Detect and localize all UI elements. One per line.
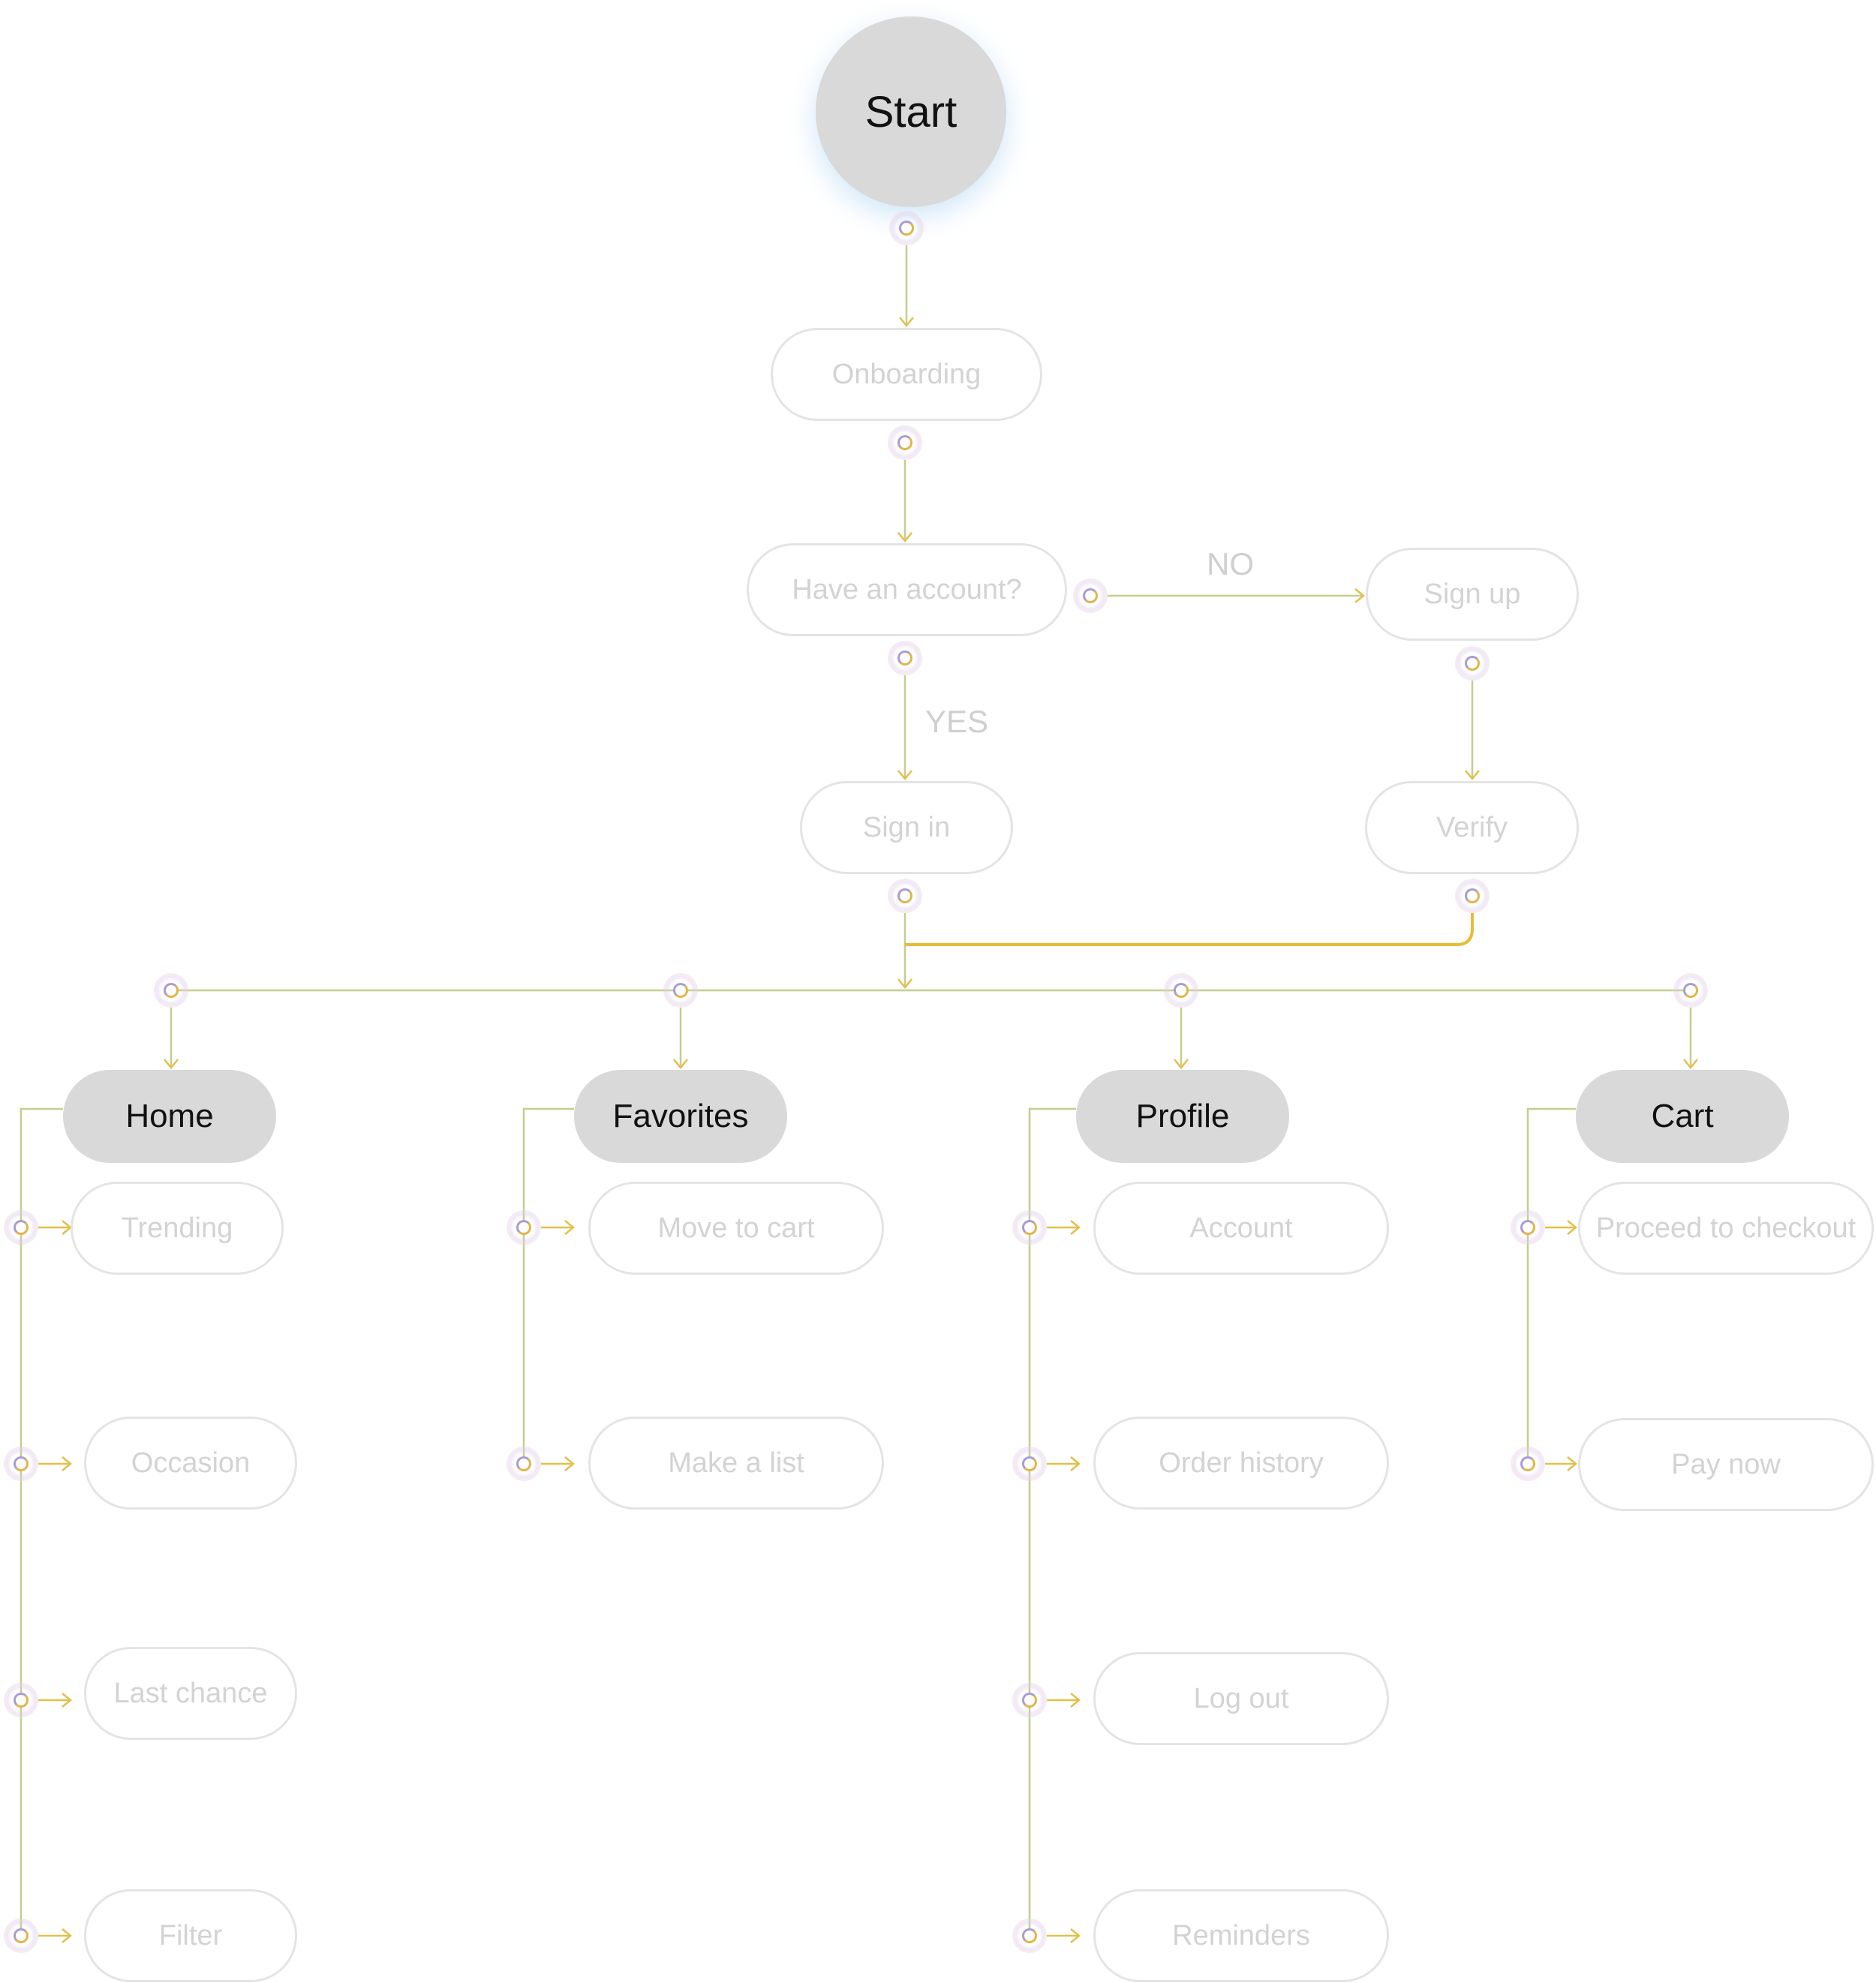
- connector-dot[interactable]: [1455, 879, 1490, 913]
- connector-dot[interactable]: [154, 973, 188, 1008]
- arrowhead-right: [1070, 1220, 1081, 1235]
- trending-node[interactable]: Trending: [71, 1182, 284, 1275]
- connector-dot[interactable]: [888, 879, 922, 913]
- make-a-list-node[interactable]: Make a list: [588, 1417, 884, 1510]
- move-to-cart-node[interactable]: Move to cart: [588, 1182, 884, 1275]
- connector-dot[interactable]: [1673, 973, 1708, 1008]
- reminders-node[interactable]: Reminders: [1093, 1889, 1389, 1982]
- section-spine: [1028, 1107, 1076, 1936]
- connector-dot[interactable]: [1012, 1210, 1047, 1245]
- arrowhead-right: [564, 1456, 575, 1471]
- connector-dot[interactable]: [888, 641, 922, 675]
- connector-dot[interactable]: [1511, 1210, 1545, 1245]
- arrowhead-right: [1567, 1220, 1577, 1235]
- arrowhead-down: [1465, 770, 1480, 780]
- sign-in-node[interactable]: Sign in: [800, 781, 1013, 874]
- log-out-node[interactable]: Log out: [1093, 1652, 1389, 1745]
- sign-up-node[interactable]: Sign up: [1366, 548, 1579, 641]
- verify-merge-line: [905, 913, 1474, 946]
- last-chance-node[interactable]: Last chance: [84, 1647, 297, 1740]
- connector-dot[interactable]: [1012, 1683, 1047, 1717]
- connector-dot[interactable]: [4, 1210, 38, 1245]
- connector-dot[interactable]: [4, 1447, 38, 1481]
- home-node[interactable]: Home: [63, 1070, 276, 1163]
- connector-dot[interactable]: [4, 1683, 38, 1717]
- verify-node[interactable]: Verify: [1365, 781, 1579, 874]
- arrowhead-right: [1070, 1456, 1081, 1471]
- arrowhead-down: [673, 1059, 688, 1069]
- onboarding-node[interactable]: Onboarding: [771, 328, 1042, 421]
- connector-dot[interactable]: [889, 211, 924, 245]
- arrowhead-down: [897, 770, 912, 780]
- connector-dot[interactable]: [507, 1210, 541, 1245]
- arrowhead-right: [564, 1220, 575, 1235]
- connector-dot[interactable]: [663, 973, 698, 1008]
- occasion-node[interactable]: Occasion: [84, 1417, 297, 1510]
- arrowhead-down: [897, 532, 912, 542]
- arrowhead-down: [1174, 1059, 1189, 1069]
- arrowhead-down: [164, 1059, 179, 1069]
- arrowhead-right: [62, 1928, 72, 1943]
- connector-dot[interactable]: [1012, 1447, 1047, 1481]
- have-account-node[interactable]: Have an account?: [747, 543, 1067, 636]
- arrowhead-right: [62, 1693, 72, 1708]
- connector-dot[interactable]: [888, 425, 922, 460]
- start-node[interactable]: Start: [816, 17, 1006, 207]
- section-spine: [522, 1107, 574, 1464]
- arrowhead-right: [1070, 1693, 1081, 1708]
- profile-node[interactable]: Profile: [1076, 1070, 1289, 1163]
- section-spine: [20, 1107, 63, 1936]
- account-node[interactable]: Account: [1093, 1182, 1389, 1275]
- yes-edge-label: YES: [925, 704, 989, 739]
- connector-dot[interactable]: [4, 1918, 38, 1953]
- cart-node[interactable]: Cart: [1576, 1070, 1789, 1163]
- connector-dot[interactable]: [1073, 578, 1108, 613]
- arrowhead-down: [1683, 1059, 1698, 1069]
- arrowhead-down: [899, 317, 914, 327]
- arrowhead-right: [62, 1456, 72, 1471]
- connector-dot[interactable]: [1511, 1447, 1545, 1481]
- connector-dot[interactable]: [1012, 1918, 1047, 1953]
- connector-dot[interactable]: [1164, 973, 1198, 1008]
- section-spine: [1526, 1107, 1576, 1464]
- order-history-node[interactable]: Order history: [1093, 1417, 1389, 1510]
- proceed-to-checkout-node[interactable]: Proceed to checkout: [1578, 1182, 1874, 1275]
- connector-dot[interactable]: [1455, 646, 1490, 681]
- pay-now-node[interactable]: Pay now: [1578, 1418, 1874, 1511]
- favorites-node[interactable]: Favorites: [574, 1070, 787, 1163]
- filter-node[interactable]: Filter: [84, 1889, 297, 1982]
- no-edge-label: NO: [1207, 546, 1254, 581]
- connector-dot[interactable]: [507, 1447, 541, 1481]
- arrowhead-down: [897, 978, 912, 989]
- arrowhead-right: [1567, 1456, 1577, 1471]
- arrowhead-right: [1354, 588, 1365, 603]
- arrowhead-right: [1070, 1928, 1081, 1943]
